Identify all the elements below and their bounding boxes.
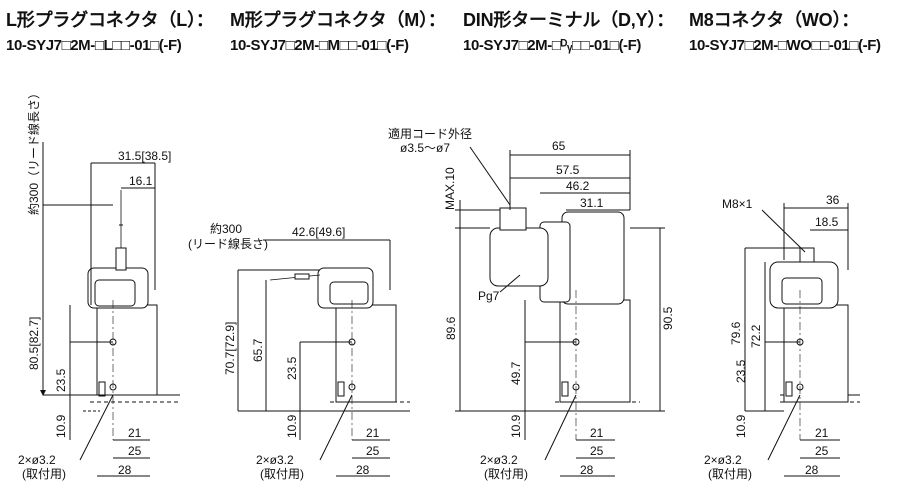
lead-l-text: 約300（リード線長さ） (26, 87, 41, 215)
dim-d-28: 28 (580, 463, 594, 477)
mount-d-text2: (取付用) (484, 467, 528, 481)
dim-d-109: 10.9 (509, 414, 523, 438)
dim-d-896: 89.6 (444, 316, 458, 340)
header-title-w: M8コネクタ（WO）： (689, 10, 860, 30)
view-w (744, 203, 860, 477)
dim-m-28: 28 (356, 463, 370, 477)
header-title-d: DIN形ターミナル（D,Y）： (463, 10, 675, 30)
lead-m-text2: (リード線長さ) (188, 236, 268, 251)
view-m-labels: 42.6[49.6] 70.7[72.9] 65.7 23.5 10.9 21 … (188, 221, 380, 481)
dim-m-21: 21 (366, 426, 380, 440)
view-d (455, 146, 665, 477)
dim-m-109: 10.9 (285, 414, 299, 438)
conn-w-label: M8×1 (722, 197, 753, 211)
dim-l-235: 23.5 (54, 368, 68, 392)
dim-d-max10: MAX.10 (443, 167, 457, 210)
header-code-m: 10-SYJ7□2M-□M□□-01□(-F) (230, 37, 409, 54)
dim-m-707: 70.7[72.9] (223, 322, 237, 375)
dim-l-161: 16.1 (129, 174, 153, 188)
dim-l-28: 28 (118, 463, 132, 477)
dim-l-109: 10.9 (54, 414, 68, 438)
dim-w-28: 28 (805, 463, 819, 477)
header-code-l: 10-SYJ7□2M-□L□□-01□(-F) (6, 37, 182, 54)
mount-l-text1: 2×ø3.2 (18, 453, 56, 467)
mount-w-text2: (取付用) (708, 467, 752, 481)
header-d: DIN形ターミナル（D,Y）： 10-SYJ7□2M-□ᴰᵧ□□-01□(-F) (463, 6, 674, 54)
cable-d-text2: ø3.5〜ø7 (400, 141, 450, 155)
dim-l-25: 25 (128, 444, 142, 458)
dim-d-311: 31.1 (580, 196, 604, 210)
mount-d-text1: 2×ø3.2 (480, 453, 518, 467)
header-m: M形プラグコネクタ（M）： 10-SYJ7□2M-□M□□-01□(-F) (230, 6, 446, 54)
dim-w-25: 25 (815, 444, 829, 458)
dim-m-width: 42.6[49.6] (292, 225, 345, 239)
dim-w-21: 21 (815, 426, 829, 440)
header-code-d: 10-SYJ7□2M-□ᴰᵧ□□-01□(-F) (463, 37, 642, 54)
view-d-labels: 65 57.5 46.2 31.1 MAX.10 89.6 90.5 49.7 … (388, 126, 675, 481)
pg7-label: Pg7 (478, 289, 500, 303)
dim-w-36: 36 (826, 193, 840, 207)
mount-m-text1: 2×ø3.2 (256, 453, 294, 467)
view-m (237, 239, 410, 477)
mount-w-text1: 2×ø3.2 (704, 453, 742, 467)
dim-m-235: 23.5 (285, 356, 299, 380)
view-w-labels: M8×1 36 18.5 79.6 72.2 23.5 10.9 21 25 2… (704, 193, 840, 481)
dim-m-25: 25 (366, 444, 380, 458)
header-title-l: L形プラグコネクタ（L）： (6, 10, 214, 30)
dim-w-722: 72.2 (749, 324, 763, 348)
dim-d-65: 65 (552, 139, 566, 153)
dim-w-185: 18.5 (815, 215, 839, 229)
dim-d-21: 21 (590, 426, 604, 440)
mount-l-text2: (取付用) (22, 467, 66, 481)
dim-l-width: 31.5[38.5] (118, 149, 171, 163)
header-code-w: 10-SYJ7□2M-□WO□□-01□(-F) (689, 37, 881, 54)
dim-d-462: 46.2 (566, 179, 590, 193)
dim-w-796: 79.6 (729, 321, 743, 345)
dim-w-109: 10.9 (734, 414, 748, 438)
view-l (40, 142, 180, 477)
mount-m-text2: (取付用) (260, 467, 304, 481)
dim-d-905: 90.5 (661, 306, 675, 330)
view-l-labels: 31.5[38.5] 16.1 80.5[82.7] 23.5 10.9 21 … (18, 87, 171, 481)
dim-l-21: 21 (128, 426, 142, 440)
dim-w-235: 23.5 (734, 359, 748, 383)
dim-d-497: 49.7 (509, 361, 523, 385)
header-row: L形プラグコネクタ（L）： 10-SYJ7□2M-□L□□-01□(-F) M形… (0, 6, 900, 58)
header-l: L形プラグコネクタ（L）： 10-SYJ7□2M-□L□□-01□(-F) (6, 6, 214, 54)
dim-d-25: 25 (590, 444, 604, 458)
dim-d-575: 57.5 (556, 163, 580, 177)
cable-d-text1: 適用コード外径 (388, 126, 472, 141)
dim-m-657: 65.7 (251, 338, 265, 362)
header-title-m: M形プラグコネクタ（M）： (230, 10, 446, 30)
dim-l-805: 80.5[82.7] (27, 317, 41, 370)
header-w: M8コネクタ（WO）： 10-SYJ7□2M-□WO□□-01□(-F) (689, 6, 881, 54)
lead-m-text1: 約300 (210, 221, 242, 236)
